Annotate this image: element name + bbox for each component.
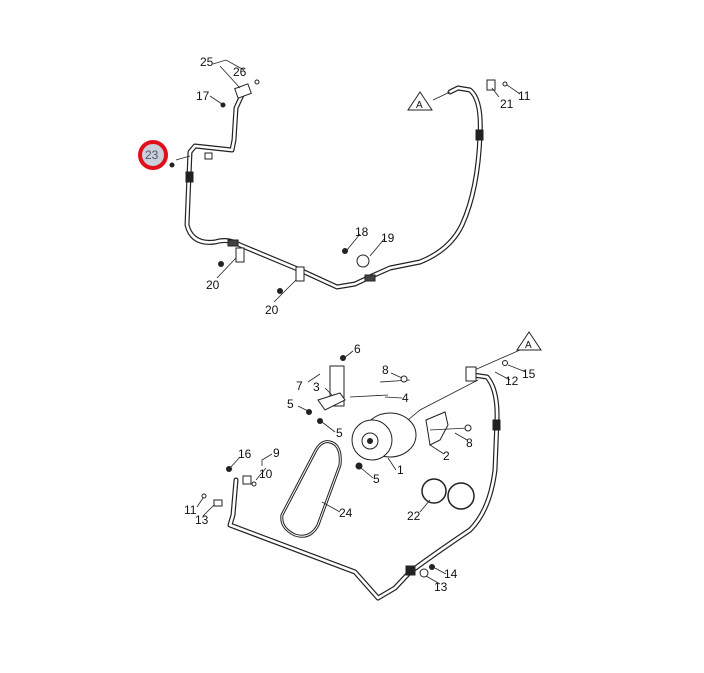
callout-11: 11 bbox=[184, 503, 197, 517]
callout-13: 13 bbox=[434, 580, 448, 594]
callout-25: 25 bbox=[200, 55, 214, 69]
callout-10: 10 bbox=[259, 467, 273, 481]
rear-ac-tube bbox=[169, 79, 508, 294]
callout-7: 7 bbox=[296, 379, 303, 393]
callout-8: 8 bbox=[466, 436, 473, 450]
callout-21: 21 bbox=[500, 97, 514, 111]
callout-9: 9 bbox=[273, 446, 280, 460]
callout-18: 18 bbox=[355, 225, 369, 239]
callout-22: 22 bbox=[407, 509, 421, 523]
callout-8: 8 bbox=[382, 363, 389, 377]
callout-23: 23 bbox=[145, 148, 159, 162]
callouts-bottom: 6 A 7 3 8 4 5 5 12 15 8 2 1 5 16 9 10 11… bbox=[184, 331, 542, 594]
leader-lines-top bbox=[175, 59, 521, 303]
callout-2: 2 bbox=[443, 449, 450, 463]
svg-text:A: A bbox=[416, 100, 423, 111]
callout-20: 20 bbox=[206, 278, 220, 292]
callout-13: 13 bbox=[195, 513, 209, 527]
hose-clamps bbox=[421, 478, 475, 510]
callout-20: 20 bbox=[265, 303, 279, 317]
callout-16: 16 bbox=[238, 447, 252, 461]
callout-3: 3 bbox=[313, 380, 320, 394]
callout-5: 5 bbox=[287, 397, 294, 411]
callout-23-highlighted[interactable]: 23 bbox=[138, 140, 168, 170]
view-marker-a-bottom: A bbox=[516, 331, 542, 351]
compressor-hose bbox=[227, 349, 521, 601]
callout-4: 4 bbox=[402, 391, 409, 405]
compressor bbox=[201, 355, 508, 578]
callout-11: 11 bbox=[518, 89, 531, 103]
callout-24: 24 bbox=[339, 506, 353, 520]
callout-6: 6 bbox=[354, 342, 361, 356]
callout-26: 26 bbox=[233, 65, 247, 79]
svg-text:A: A bbox=[525, 340, 532, 351]
callouts-top: 25 26 17 23 A 21 11 18 19 20 20 bbox=[138, 55, 531, 317]
callout-12: 12 bbox=[505, 374, 519, 388]
callout-14: 14 bbox=[444, 567, 458, 581]
callout-19: 19 bbox=[381, 231, 395, 245]
callout-1: 1 bbox=[397, 463, 404, 477]
leader-lines-bottom bbox=[196, 350, 527, 585]
callout-15: 15 bbox=[522, 367, 536, 381]
callout-5: 5 bbox=[336, 426, 343, 440]
view-marker-a-top: A bbox=[407, 91, 433, 111]
drive-belt bbox=[280, 440, 342, 538]
callout-17: 17 bbox=[196, 89, 210, 103]
callout-5: 5 bbox=[373, 472, 380, 486]
